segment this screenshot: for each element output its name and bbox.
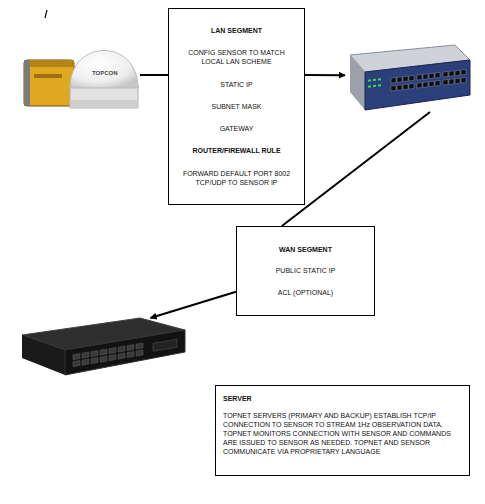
box-text: FORWARD DEFAULT PORT 8002 TCP/UDP TO SEN…	[179, 169, 294, 187]
connector-line	[140, 74, 168, 76]
box-text: CONFIG SENSOR TO MATCH LOCAL LAN SCHEME	[179, 48, 294, 66]
connector-line	[150, 292, 236, 318]
server-device	[20, 318, 185, 376]
box-text: STATIC IP	[179, 80, 294, 89]
box-heading: SERVER	[223, 394, 462, 403]
switch-art	[350, 45, 470, 110]
connector-line	[282, 112, 430, 226]
wan-segment-box: WAN SEGMENT PUBLIC STATIC IP ACL (OPTIONAL…	[236, 226, 375, 316]
box-text: SUBNET MASK	[179, 102, 294, 111]
box-text: TOPNET SERVERS (PRIMARY AND BACKUP) ESTA…	[223, 411, 462, 456]
lan-segment-box: LAN SEGMENT CONFIG SENSOR TO MATCH LOCAL …	[168, 8, 305, 205]
gps-receiver: TOPCON	[20, 28, 140, 112]
box-text: GATEWAY	[179, 124, 294, 133]
box-text: PUBLIC STATIC IP	[247, 266, 364, 275]
stray-mark	[45, 10, 47, 18]
box-heading: LAN SEGMENT	[179, 26, 294, 35]
server-art	[22, 318, 185, 375]
connector-line	[305, 74, 345, 76]
box-heading: WAN SEGMENT	[247, 245, 364, 254]
brand-label: TOPCON	[92, 70, 118, 76]
box-text: ACL (OPTIONAL)	[247, 288, 364, 297]
server-box: SERVER TOPNET SERVERS (PRIMARY AND BACKUP…	[215, 385, 470, 476]
gps-receiver-art	[24, 51, 138, 109]
box-heading: ROUTER/FIREWALL RULE	[179, 146, 294, 155]
network-switch	[345, 45, 470, 112]
